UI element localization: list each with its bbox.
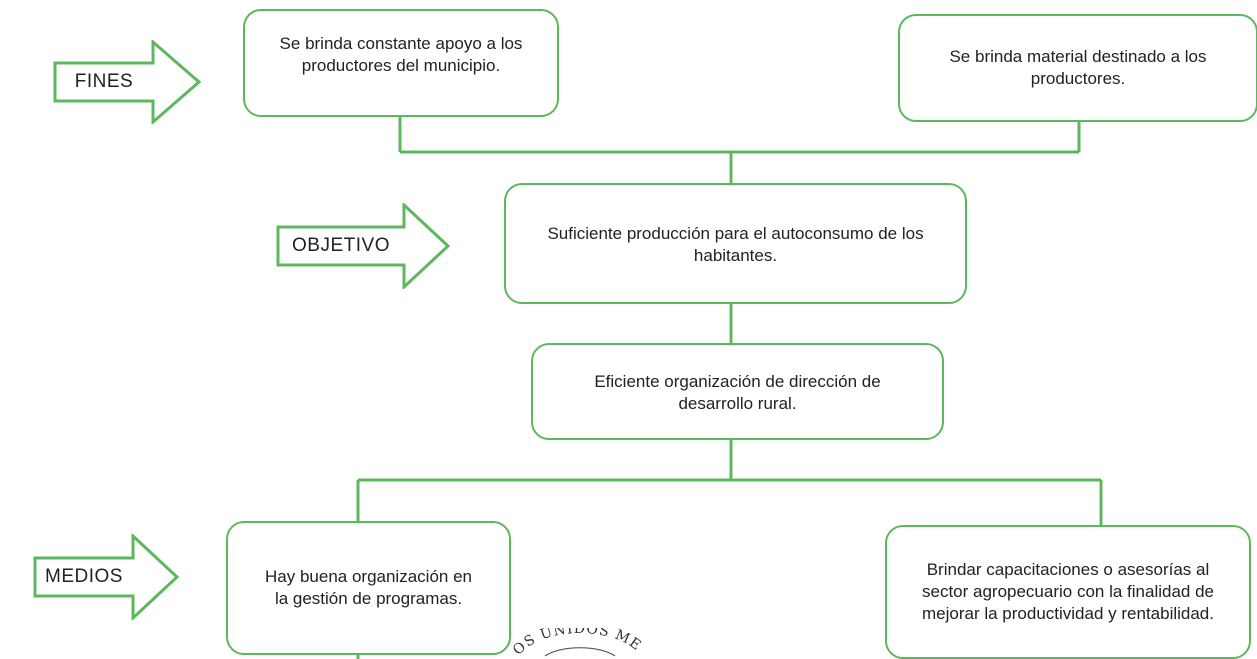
fin-1-box: Se brinda constante apoyo a los producto…	[243, 9, 559, 117]
medio-2-text: Brindar capacitaciones o asesorías al se…	[921, 560, 1215, 623]
medio-1-text: Hay buena organización en la gestión de …	[265, 567, 472, 608]
fines-label: FINES	[74, 71, 134, 92]
svg-text:OS UNIDOS ME: OS UNIDOS ME	[510, 628, 644, 659]
fines-arrow-icon	[53, 40, 202, 124]
seal-stamp: OS UNIDOS ME	[510, 628, 644, 659]
medio-1-box: Hay buena organización en la gestión de …	[226, 521, 511, 655]
medios-arrow-icon	[33, 534, 180, 620]
fin-2-text: Se brinda material destinado a los produ…	[949, 47, 1207, 88]
objetivo-arrow-icon	[276, 203, 451, 289]
organizacion-box: Eficiente organización de dirección de d…	[531, 343, 944, 440]
fin-2-box: Se brinda material destinado a los produ…	[898, 14, 1257, 122]
organizacion-text: Eficiente organización de dirección de d…	[594, 372, 881, 413]
objetivo-box: Suficiente producción para el autoconsum…	[504, 183, 967, 304]
medio-2-box: Brindar capacitaciones o asesorías al se…	[885, 525, 1251, 659]
objetivo-label: OBJETIVO	[292, 235, 390, 256]
objetivo-text: Suficiente producción para el autoconsum…	[547, 224, 924, 265]
fin-1-text: Se brinda constante apoyo a los producto…	[279, 34, 523, 75]
medios-label: MEDIOS	[45, 566, 123, 587]
